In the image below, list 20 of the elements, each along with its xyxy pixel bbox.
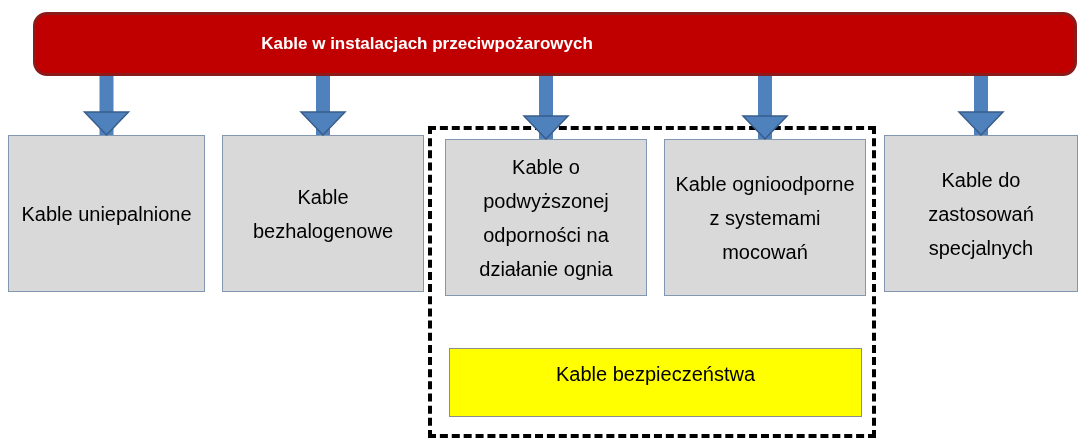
category-box xyxy=(664,139,866,296)
box-label: Kable o podwyższonej odporności na działanie ognia xyxy=(478,154,614,282)
title-banner xyxy=(33,12,1077,76)
block-arrow xyxy=(958,76,1004,136)
box-label: Kable bezpieczeństwa xyxy=(556,362,755,387)
category-box xyxy=(8,135,205,292)
block-arrow xyxy=(300,76,346,136)
box-label: Kable do zastosowań specjalnych xyxy=(927,167,1035,261)
box-label: Kable ognioodporne z systemami mocowań xyxy=(674,171,856,265)
title-text: Kable w instalacjach przeciwpożarowych xyxy=(260,33,594,55)
category-box xyxy=(445,139,647,296)
block-arrow xyxy=(83,76,130,136)
category-box xyxy=(884,135,1078,292)
category-box xyxy=(222,135,424,292)
highlight-box xyxy=(449,348,862,417)
block-arrow xyxy=(742,76,788,140)
box-label: Kable uniepalnione xyxy=(20,201,193,227)
block-arrow xyxy=(523,76,569,140)
dashed-group-frame xyxy=(428,126,876,438)
box-label: Kable bezhalogenowe xyxy=(251,184,395,244)
